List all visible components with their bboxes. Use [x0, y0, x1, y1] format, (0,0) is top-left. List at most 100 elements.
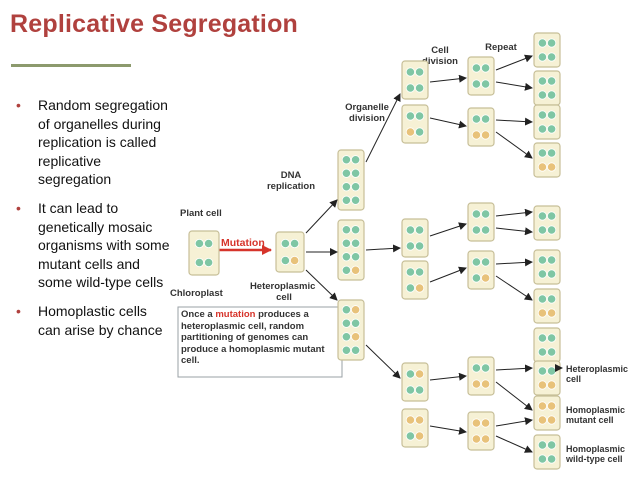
bullet-list: •Random segregation of organelles during… [12, 96, 172, 349]
arrows-layer [305, 54, 533, 453]
cell [401, 260, 429, 300]
wild-chloroplast-icon [341, 225, 351, 235]
bullet-dot-icon: • [16, 199, 21, 216]
cell [533, 327, 561, 363]
wild-chloroplast-icon [341, 345, 351, 355]
wild-chloroplast-icon [341, 195, 351, 205]
cell [533, 32, 561, 68]
wild-chloroplast-icon [350, 345, 361, 355]
wild-chloroplast-icon [341, 265, 351, 275]
cell [533, 360, 561, 396]
wild-chloroplast-icon [414, 67, 425, 77]
mutant-chloroplast-icon [546, 162, 557, 172]
mutant-chloroplast-icon [289, 255, 300, 266]
cell [337, 219, 365, 281]
wild-chloroplast-icon [350, 252, 361, 262]
cell [401, 408, 429, 448]
cell [467, 250, 495, 290]
flow-arrow [495, 227, 533, 236]
wild-chloroplast-icon [341, 155, 351, 165]
wild-chloroplast-icon [471, 209, 481, 219]
cell [533, 205, 561, 241]
bullet-text: It can lead to genetically mosaic organi… [38, 199, 170, 291]
cell [533, 104, 561, 140]
wild-chloroplast-icon [546, 124, 557, 134]
callout-box [177, 306, 343, 378]
wild-chloroplast-icon [405, 431, 415, 441]
label-plant-cell: Plant cell [180, 208, 222, 219]
mutant-chloroplast-icon [537, 415, 548, 425]
cell [533, 249, 561, 285]
flow-arrow [495, 258, 533, 267]
wild-chloroplast-icon [414, 83, 425, 93]
cell [401, 60, 429, 100]
wild-chloroplast-icon [414, 127, 425, 137]
mutant-chloroplast-icon [414, 283, 425, 293]
wild-chloroplast-icon [405, 385, 415, 395]
wild-chloroplast-icon [280, 255, 290, 266]
wild-chloroplast-icon [537, 255, 548, 265]
wild-chloroplast-icon [405, 225, 415, 235]
mutant-chloroplast-icon [350, 305, 361, 315]
flow-arrow [495, 208, 533, 217]
flow-arrow [429, 74, 467, 83]
wild-chloroplast-icon [537, 148, 548, 158]
wild-chloroplast-icon [546, 269, 557, 279]
wild-chloroplast-icon [546, 52, 557, 62]
bullet-item: • It can lead to genetically mosaic organ… [12, 199, 172, 292]
wild-chloroplast-icon [537, 211, 548, 221]
bullet-dot-icon: • [16, 97, 21, 113]
label-chloroplast: Chloroplast [170, 288, 224, 299]
flow-arrow [305, 199, 338, 234]
cell [467, 356, 495, 396]
label-heteroplasmic-cell: Heteroplasmic cell [250, 281, 318, 303]
bullet-item: •Random segregation of organelles during… [12, 96, 172, 189]
mutant-chloroplast-icon [471, 379, 481, 389]
mutant-chloroplast-icon [480, 379, 491, 389]
wild-chloroplast-icon [204, 257, 214, 268]
wild-chloroplast-icon [405, 267, 415, 277]
wild-chloroplast-icon [471, 363, 481, 373]
flow-arrow [495, 364, 533, 373]
cell [467, 411, 495, 451]
wild-chloroplast-icon [546, 90, 557, 100]
wild-chloroplast-icon [480, 209, 491, 219]
cells-layer [188, 32, 561, 470]
mutant-chloroplast-icon [537, 380, 548, 390]
wild-chloroplast-icon [537, 440, 548, 450]
mutant-chloroplast-icon [414, 431, 425, 441]
wild-chloroplast-icon [546, 347, 557, 357]
cell [337, 299, 365, 361]
cell [533, 70, 561, 106]
wild-chloroplast-icon [546, 38, 557, 48]
cell [337, 149, 365, 211]
wild-chloroplast-icon [537, 294, 548, 304]
wild-chloroplast-icon [546, 148, 557, 158]
mutant-chloroplast-icon [546, 380, 557, 390]
cell [467, 107, 495, 147]
wild-chloroplast-icon [546, 454, 557, 464]
flow-arrow [305, 269, 338, 301]
flow-arrow [495, 81, 533, 91]
wild-chloroplast-icon [471, 114, 481, 124]
wild-chloroplast-icon [537, 366, 548, 376]
cell [275, 231, 305, 273]
mutant-chloroplast-icon [480, 418, 491, 428]
mutant-chloroplast-icon [480, 273, 491, 283]
wild-chloroplast-icon [414, 267, 425, 277]
flow-arrow [429, 222, 467, 237]
wild-chloroplast-icon [546, 76, 557, 86]
slide-title: Replicative Segregation [10, 10, 299, 38]
mutant-chloroplast-icon [546, 415, 557, 425]
wild-chloroplast-icon [414, 225, 425, 235]
wild-chloroplast-icon [204, 238, 214, 249]
label-mutation: Mutation [221, 237, 265, 249]
mutant-chloroplast-icon [471, 130, 481, 140]
wild-chloroplast-icon [405, 283, 415, 293]
wild-chloroplast-icon [471, 63, 481, 73]
flow-arrow [495, 54, 533, 71]
mutant-chloroplast-icon [405, 127, 415, 137]
cell [533, 434, 561, 470]
